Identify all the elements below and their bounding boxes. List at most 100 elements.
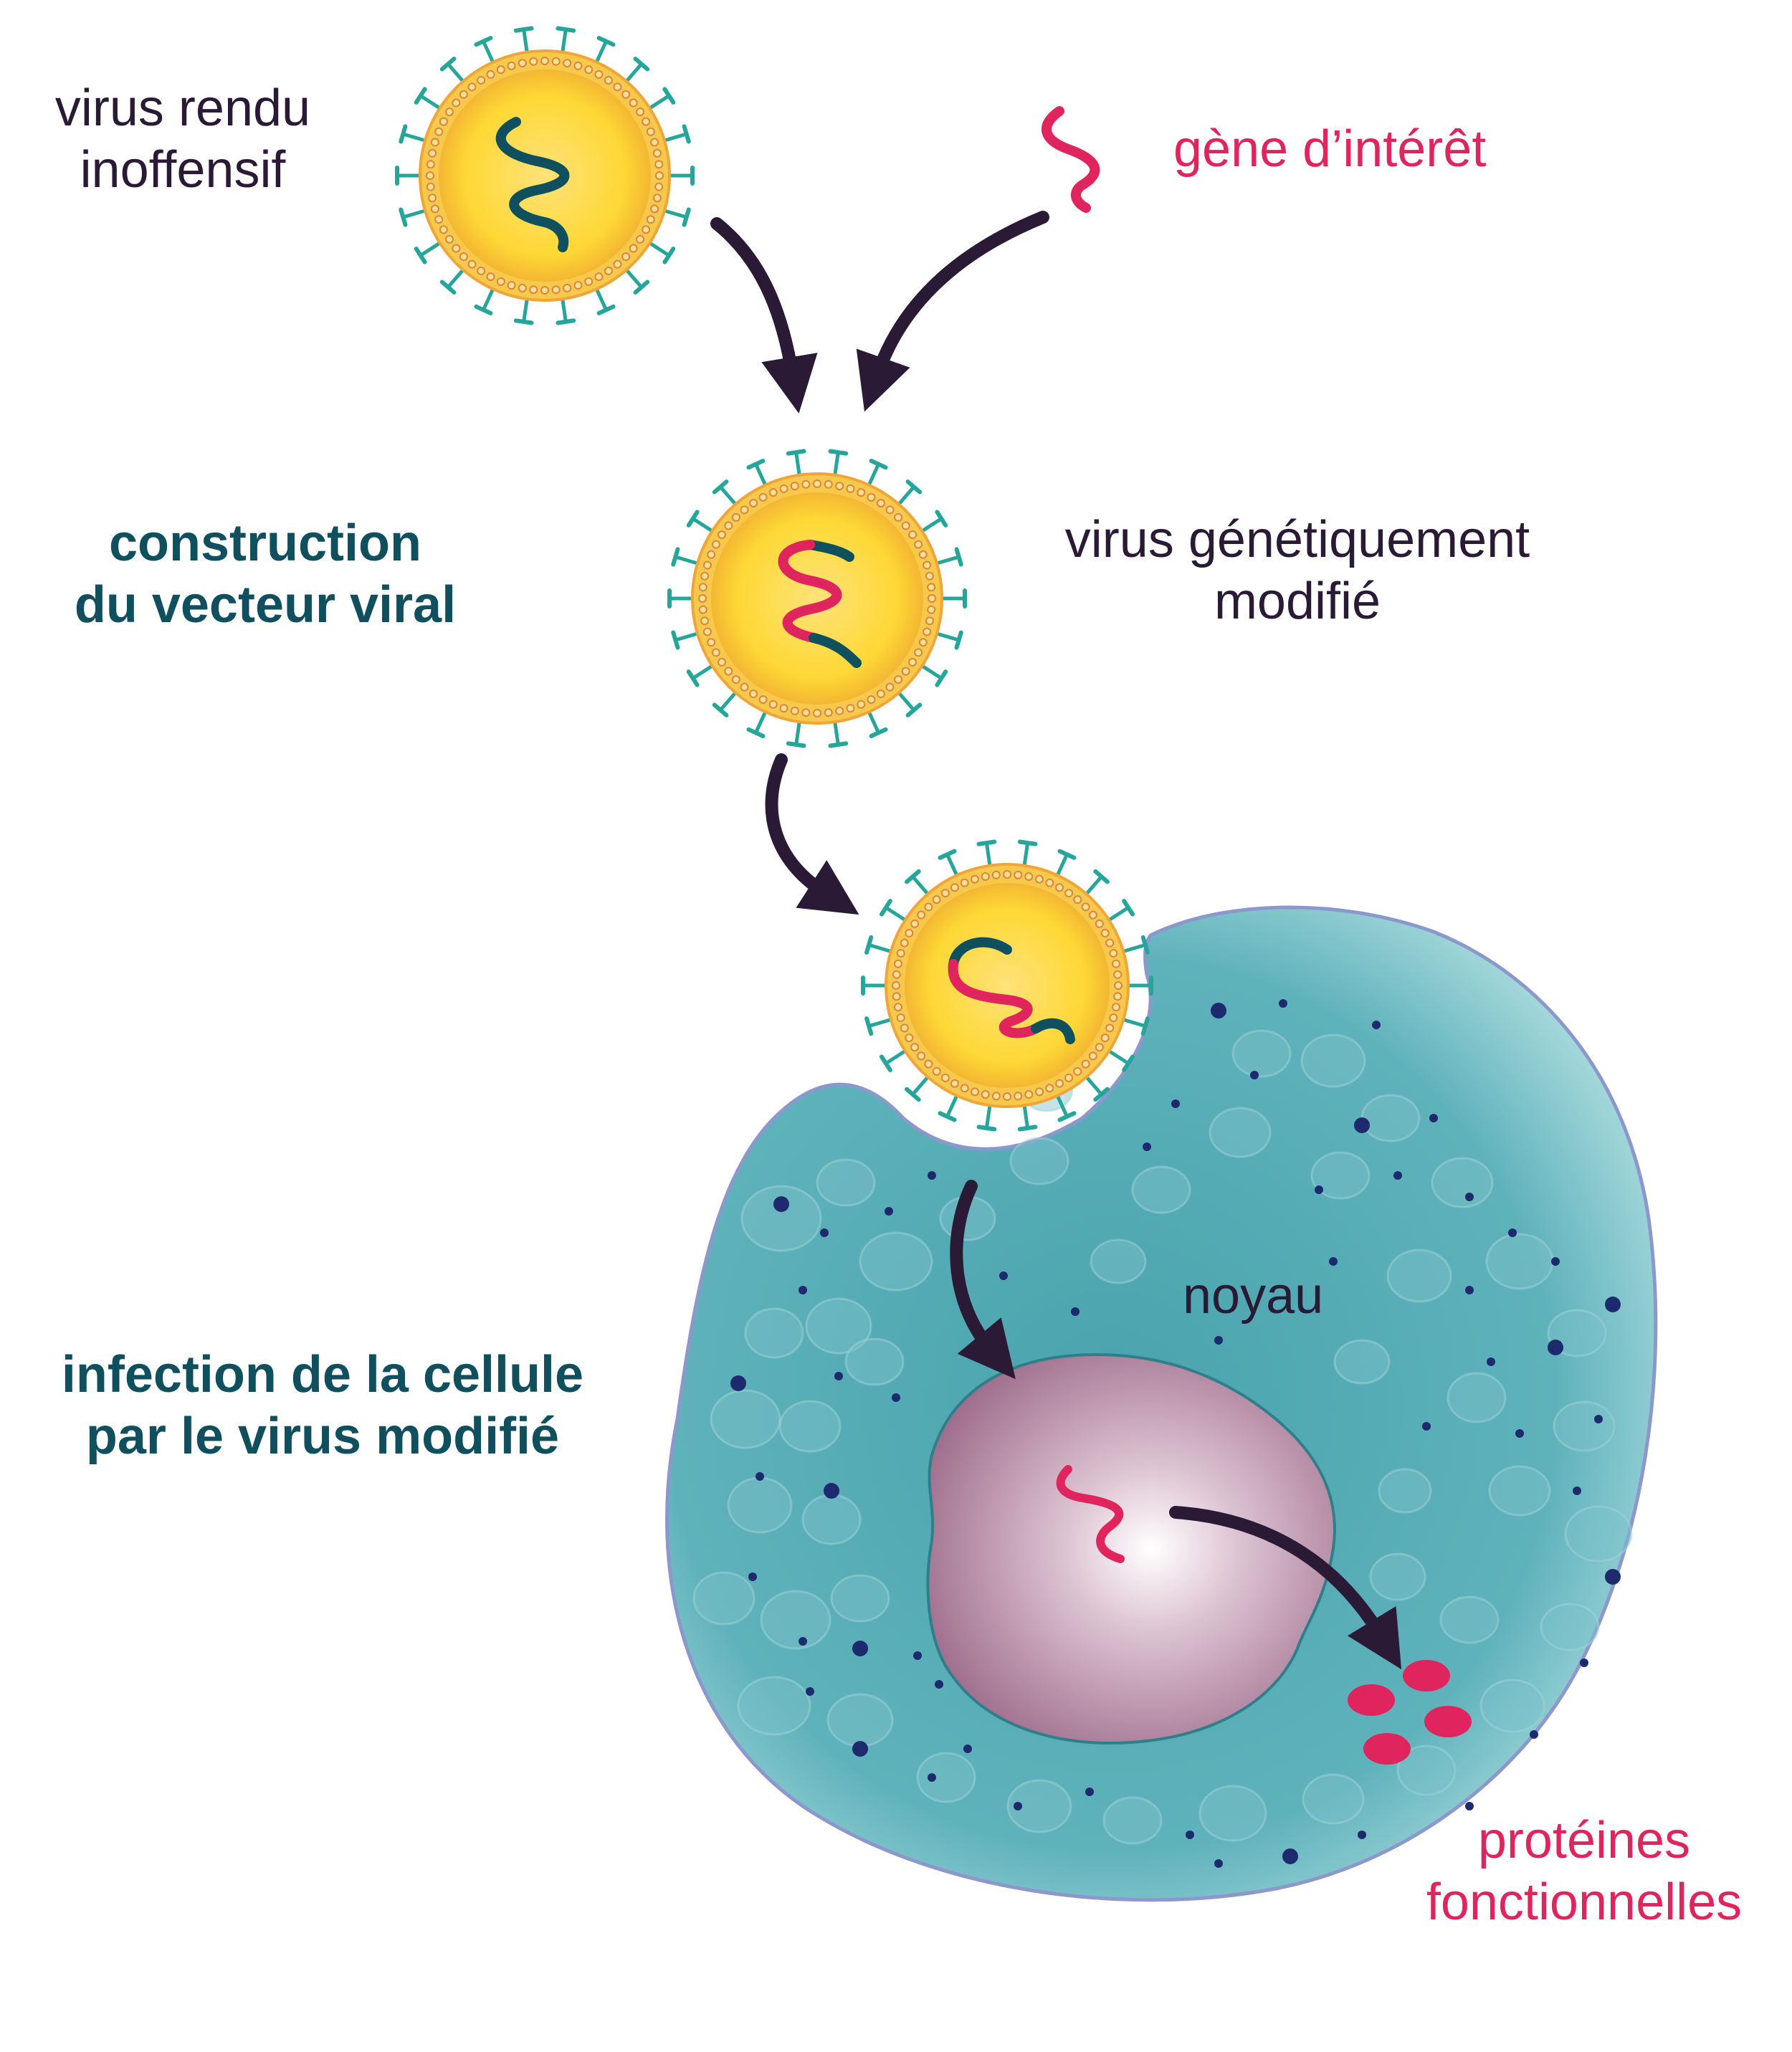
vesicle	[816, 1158, 876, 1207]
spike-tip	[662, 247, 676, 264]
lipid-bead	[444, 108, 454, 117]
nucleus-gene-icon	[1056, 1465, 1125, 1563]
lipid-bead	[749, 498, 758, 507]
lipid-bead	[594, 70, 604, 79]
spike-tip	[439, 280, 457, 295]
lipid-bead	[749, 689, 758, 699]
lipid-bead	[892, 970, 901, 979]
lipid-bead	[758, 695, 768, 705]
lipid-bead	[801, 479, 811, 489]
granule	[1465, 1802, 1474, 1810]
lipid-bead	[991, 870, 1001, 879]
spike	[661, 132, 687, 143]
lipid-bead	[426, 182, 435, 191]
lipid-bead	[613, 82, 622, 92]
lipid-bead	[707, 638, 716, 647]
lipid-bead	[518, 283, 527, 292]
lipid-bead	[740, 682, 749, 692]
lipid-bead	[613, 259, 622, 269]
spike-tip	[869, 459, 888, 470]
arrow-vector-to-cell	[765, 753, 859, 915]
lipid-bead	[702, 560, 712, 570]
lipid-bead	[654, 182, 664, 191]
lipid-bead	[724, 521, 733, 530]
lipid-bead	[835, 706, 844, 715]
lipid-bead	[1095, 919, 1104, 928]
lipid-bead	[654, 160, 664, 169]
lipid-bead	[923, 560, 932, 570]
lipid-bead	[731, 512, 740, 522]
lipid-bead	[790, 482, 799, 491]
viral-rna-icon	[809, 633, 862, 668]
spike-tip	[746, 727, 766, 738]
granule	[1393, 1171, 1402, 1180]
lipid-bead	[905, 1034, 914, 1043]
lipid-bead	[551, 285, 561, 295]
granule	[1530, 1730, 1538, 1739]
lipid-bead	[551, 57, 561, 66]
lipid-bead	[698, 605, 707, 614]
vesicle	[1369, 1552, 1426, 1601]
vesicle	[778, 1400, 842, 1453]
spike	[692, 662, 716, 680]
granule	[806, 1687, 814, 1696]
lipid-bead	[584, 277, 594, 286]
lipid-bead	[1088, 1051, 1097, 1061]
lipid-bead	[540, 286, 549, 295]
spike	[447, 62, 467, 85]
lipid-bead	[824, 479, 833, 489]
lipid-bead	[768, 700, 778, 709]
spike-tip	[556, 318, 576, 325]
lipid-bead	[910, 1043, 920, 1052]
vesicle	[1564, 1505, 1633, 1562]
lipid-bead	[927, 583, 936, 592]
lipid-bead	[900, 1023, 909, 1033]
spike-tip	[596, 304, 616, 315]
spike-tip	[399, 207, 408, 227]
lipid-bead	[646, 215, 655, 224]
lipid-bead	[918, 550, 928, 559]
lipid-bead	[529, 57, 538, 66]
lipid-bead	[1055, 1079, 1064, 1088]
granule	[852, 1641, 868, 1656]
lipid-bead	[629, 244, 638, 253]
spike-tip	[596, 36, 616, 47]
vesicle	[1090, 1239, 1147, 1284]
granule	[913, 1651, 922, 1660]
lipid-bead	[950, 1079, 959, 1088]
granule	[748, 1573, 757, 1581]
lipid-bead	[1114, 981, 1123, 990]
spike-tip	[1093, 1087, 1110, 1102]
granule	[852, 1741, 868, 1757]
granule	[1594, 1415, 1603, 1423]
lipid-bead	[932, 1066, 941, 1076]
granule	[928, 1773, 936, 1782]
vesicle	[826, 1693, 894, 1747]
vesicle	[710, 1389, 781, 1449]
lipid-bead	[925, 616, 934, 626]
granule	[885, 1207, 893, 1216]
lipid-bead	[1055, 883, 1064, 892]
lipid-bead	[894, 512, 903, 522]
vesicle	[1231, 1029, 1292, 1078]
spike	[885, 1048, 909, 1065]
gene-strand-icon	[1042, 106, 1100, 213]
lipid-bead	[459, 252, 468, 262]
vesicle	[1431, 1157, 1494, 1208]
spike-tip	[905, 479, 923, 495]
lipid-bead	[914, 540, 923, 549]
lipid-bead	[896, 1013, 905, 1022]
spike	[482, 285, 496, 311]
lipid-bead	[700, 571, 710, 581]
lipid-bead	[444, 234, 454, 244]
gene-of-interest-label: gène d’intérêt	[1173, 120, 1487, 178]
spike	[402, 208, 429, 219]
lipid-bead	[892, 992, 901, 1001]
spike-tip	[439, 57, 457, 72]
vesicle	[1439, 1595, 1500, 1644]
lipid-bead	[901, 521, 910, 530]
lipid-bead	[835, 482, 844, 491]
spike-tip	[712, 479, 729, 495]
lipid-bead	[604, 75, 613, 85]
